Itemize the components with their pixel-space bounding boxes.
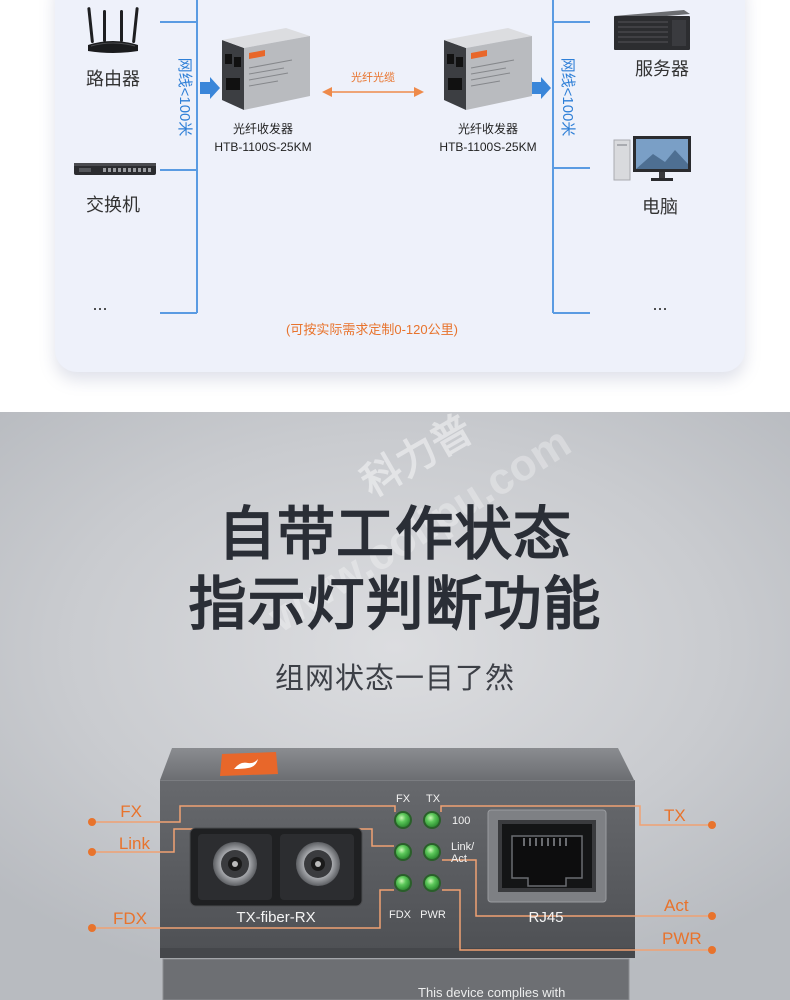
led-label-100: 100 — [452, 815, 470, 827]
diagram-card — [55, 0, 745, 372]
callout-dot-act — [708, 912, 716, 920]
led-link-act — [423, 843, 441, 861]
led-fx-link — [394, 843, 412, 861]
brand-logo — [220, 752, 278, 776]
led-fx — [394, 811, 412, 829]
device-compliance-text: This device complies with — [418, 985, 565, 1000]
feature-subtitle: 组网状态一目了然 — [274, 663, 515, 695]
callout-dot-fx — [88, 818, 96, 826]
led-label-fdx: FDX — [389, 909, 412, 921]
callout-line-act — [442, 859, 712, 917]
switch-icon — [74, 163, 156, 175]
callout-line-tx — [440, 805, 712, 826]
callout-dot-tx — [708, 821, 716, 829]
fiber-port-label: TX-fiber-RX — [236, 909, 315, 926]
server-icon — [614, 10, 690, 50]
feature-title-line2: 指示灯判断功能 — [188, 572, 602, 637]
led-fdx — [394, 874, 412, 892]
left-cable-label: 网线<100米 — [176, 57, 193, 137]
diagram-connections — [160, 0, 590, 314]
callout-line-fx — [92, 805, 396, 823]
rj45-label: RJ45 — [528, 909, 563, 926]
server-label: 服务器 — [635, 59, 689, 79]
computer-icon — [613, 136, 691, 181]
callout-lines — [92, 805, 712, 951]
sc-fiber-port — [189, 827, 363, 907]
callout-dot-fdx — [88, 924, 96, 932]
callout-dot-pwr — [708, 946, 716, 954]
callout-label-act: Act — [664, 896, 689, 915]
fiber-cable-label: 光纤光缆 — [351, 72, 395, 84]
switch-label: 交换机 — [86, 195, 140, 215]
fiber-rx-connector — [296, 842, 340, 886]
network-diagram-section: 路由器 交换机 ... 网线<100米 网线<100米 光纤收发器 — [0, 0, 790, 412]
right-more-label: ... — [652, 294, 668, 314]
callout-label-tx: TX — [664, 806, 686, 825]
rj45-port — [487, 809, 607, 903]
device-bottom-panel — [162, 958, 630, 1000]
media-converter-front-panel: This device complies with — [88, 748, 716, 1000]
callout-label-link: Link — [119, 834, 151, 853]
device-base-band — [160, 948, 635, 958]
left-more-label: ... — [92, 294, 108, 314]
callout-label-fx: FX — [120, 802, 142, 821]
led-pwr — [423, 874, 441, 892]
led-tx — [423, 811, 441, 829]
right-converter-model: HTB-1100S-25KM — [439, 140, 537, 154]
fiber-converter-icon — [444, 28, 532, 110]
callout-line-fdx — [92, 889, 394, 929]
led-feature-section: 科力普 www.colipu.com 自带工作状态 指示灯判断功能 组网状态一目… — [0, 412, 790, 1000]
led-label-fx: FX — [396, 793, 411, 805]
distance-note: (可按实际需求定制0-120公里) — [286, 322, 458, 337]
right-arrow-icon — [531, 77, 551, 99]
fiber-converter-icon — [222, 28, 310, 110]
callout-line-pwr — [442, 889, 712, 951]
left-arrow-icon — [200, 77, 220, 99]
callout-label-fdx: FDX — [113, 909, 147, 928]
feature-title-line1: 自带工作状态 — [217, 502, 572, 567]
left-converter-name: 光纤收发器 — [232, 122, 293, 136]
left-converter-model: HTB-1100S-25KM — [214, 140, 312, 154]
fiber-double-arrow-icon — [322, 87, 424, 97]
callout-dot-link — [88, 848, 96, 856]
device-top-face — [160, 748, 634, 780]
led-label-tx: TX — [426, 793, 441, 805]
computer-label: 电脑 — [642, 197, 678, 217]
led-label-act: Act — [451, 853, 467, 865]
right-converter-name: 光纤收发器 — [457, 122, 518, 136]
right-cable-label: 网线<100米 — [559, 57, 576, 137]
led-label-link: Link/ — [451, 841, 475, 853]
router-label: 路由器 — [86, 69, 140, 89]
callout-label-pwr: PWR — [662, 929, 702, 948]
router-icon — [87, 7, 139, 53]
led-label-pwr: PWR — [420, 909, 446, 921]
fiber-tx-connector — [213, 842, 257, 886]
